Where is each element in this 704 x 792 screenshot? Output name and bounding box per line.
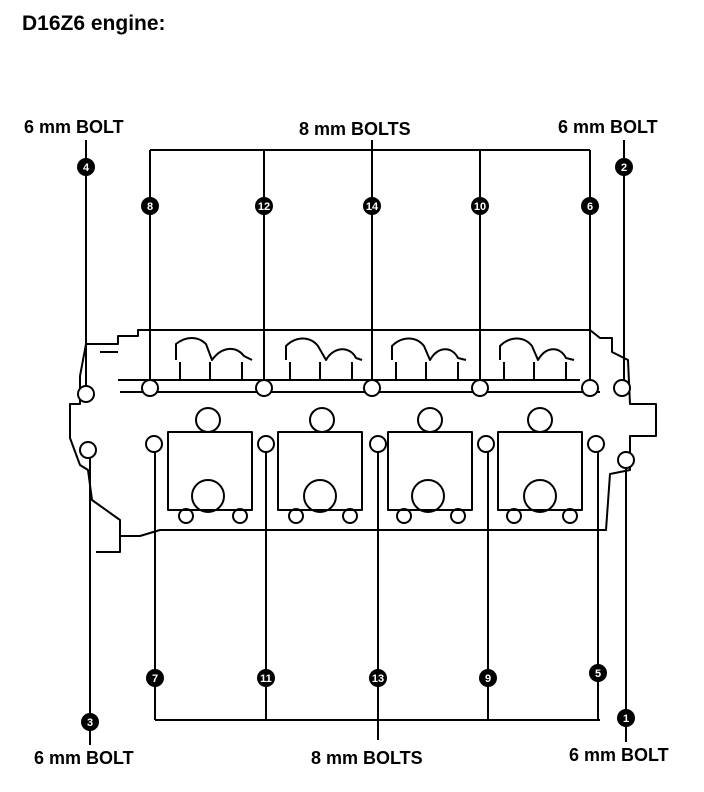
bolt-number-9: 9 bbox=[485, 673, 491, 685]
bolt-marker-8: 8 bbox=[141, 197, 159, 215]
bolt-marker-12: 12 bbox=[255, 197, 273, 215]
bolt-marker-9: 9 bbox=[479, 669, 497, 687]
label-bottom-8mm-bolts: 8 mm BOLTS bbox=[311, 748, 423, 768]
bolt-marker-1: 1 bbox=[617, 709, 635, 727]
bolt-marker-5: 5 bbox=[589, 664, 607, 682]
bolt-number-1: 1 bbox=[623, 713, 629, 725]
bolt-marker-4: 4 bbox=[77, 158, 95, 176]
bolt-number-3: 3 bbox=[87, 717, 93, 729]
label-top-8mm-bolts: 8 mm BOLTS bbox=[299, 119, 411, 139]
bolt-marker-11: 11 bbox=[257, 669, 275, 687]
bolt-number-4: 4 bbox=[83, 162, 90, 174]
bolt-markers: 4 8 12 14 10 6 2 7 11 13 9 5 3 1 bbox=[77, 158, 635, 731]
bolt-number-10: 10 bbox=[474, 201, 486, 213]
bolt-marker-10: 10 bbox=[471, 197, 489, 215]
bolt-number-11: 11 bbox=[260, 673, 272, 685]
diagram-title: D16Z6 engine: bbox=[22, 12, 166, 35]
bolt-number-13: 13 bbox=[372, 673, 384, 685]
bolt-marker-2: 2 bbox=[615, 158, 633, 176]
bolt-marker-14: 14 bbox=[363, 197, 381, 215]
bolt-number-5: 5 bbox=[595, 668, 601, 680]
label-bottom-right-6mm-bolt: 6 mm BOLT bbox=[569, 745, 669, 765]
bolt-number-2: 2 bbox=[621, 162, 627, 174]
label-top-right-6mm-bolt: 6 mm BOLT bbox=[558, 117, 658, 137]
bolt-marker-3: 3 bbox=[81, 713, 99, 731]
bolt-number-6: 6 bbox=[587, 201, 593, 213]
bolt-number-14: 14 bbox=[366, 201, 379, 213]
label-bottom-left-6mm-bolt: 6 mm BOLT bbox=[34, 748, 134, 768]
bolt-number-8: 8 bbox=[147, 201, 153, 213]
leader-lines bbox=[85, 140, 627, 745]
bolt-number-12: 12 bbox=[258, 201, 270, 213]
label-top-left-6mm-bolt: 6 mm BOLT bbox=[24, 117, 124, 137]
bolt-marker-13: 13 bbox=[369, 669, 387, 687]
bolt-marker-6: 6 bbox=[581, 197, 599, 215]
cylinder-head-outline bbox=[69, 329, 657, 553]
bolt-number-7: 7 bbox=[152, 673, 158, 685]
bolt-marker-7: 7 bbox=[146, 669, 164, 687]
bolt-holes bbox=[77, 379, 635, 469]
